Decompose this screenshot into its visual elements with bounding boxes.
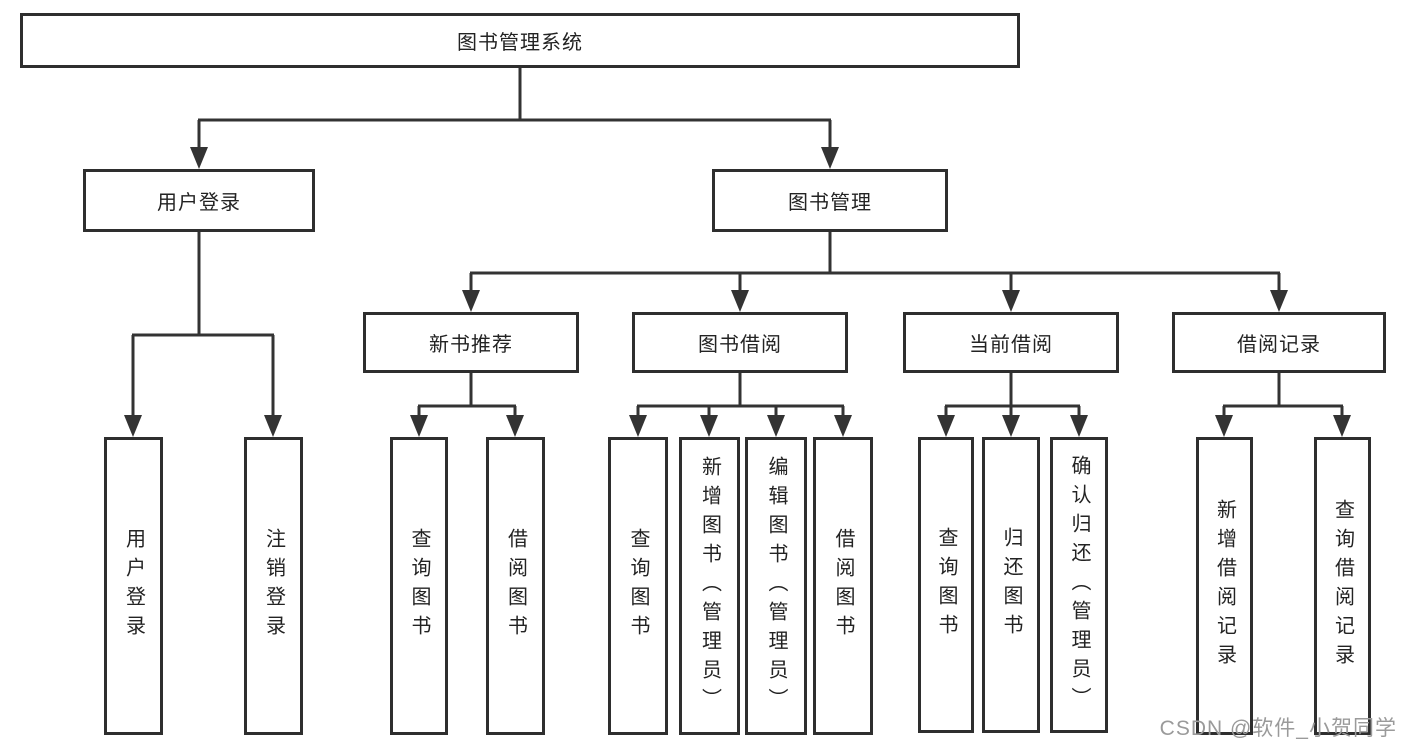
node-book-management: 图书管理 <box>712 169 948 232</box>
node-root: 图书管理系统 <box>20 13 1020 68</box>
leaf-current-query-books: 查询图书 <box>918 437 974 733</box>
leaf-confirm-return-admin: 确认归还（管理员） <box>1050 437 1108 733</box>
watermark: CSDN @软件_小贺同学 <box>1159 717 1397 740</box>
node-user-login: 用户登录 <box>83 169 315 232</box>
leaf-user-login: 用户登录 <box>104 437 163 735</box>
leaf-query-borrow-record-label: 查询借阅记录 <box>1331 499 1354 673</box>
leaf-query-borrow-record: 查询借阅记录 <box>1314 437 1371 735</box>
node-user-login-label: 用户登录 <box>157 192 241 214</box>
node-borrow-records: 借阅记录 <box>1172 312 1386 373</box>
leaf-logout-label: 注销登录 <box>262 528 285 644</box>
leaf-recommend-borrow-books-label: 借阅图书 <box>504 528 527 644</box>
leaf-user-login-label: 用户登录 <box>122 528 145 644</box>
leaf-recommend-borrow-books: 借阅图书 <box>486 437 545 735</box>
node-book-management-label: 图书管理 <box>788 192 872 214</box>
connector-current-borrow-to-leaves <box>937 373 1088 437</box>
node-current-borrow: 当前借阅 <box>903 312 1119 373</box>
connector-book-borrow-to-leaves <box>629 373 852 437</box>
leaf-return-books-label: 归还图书 <box>1000 527 1022 643</box>
leaf-current-query-books-label: 查询图书 <box>935 527 957 643</box>
leaf-edit-books-admin: 编辑图书（管理员） <box>745 437 807 735</box>
leaf-return-books: 归还图书 <box>982 437 1040 733</box>
leaf-add-books-admin: 新增图书（管理员） <box>679 437 740 735</box>
connector-new-book-to-leaves <box>410 373 524 437</box>
node-book-borrow: 图书借阅 <box>632 312 848 373</box>
leaf-confirm-return-admin-label: 确认归还（管理员） <box>1068 454 1090 716</box>
leaf-edit-books-admin-label: 编辑图书（管理员） <box>765 455 787 717</box>
connector-book-management-to-level3 <box>462 232 1288 312</box>
connector-user-login-to-leaves <box>124 232 282 437</box>
leaf-borrow-books-label: 借阅图书 <box>832 528 854 644</box>
connector-borrow-records-to-leaves <box>1215 373 1351 437</box>
node-borrow-records-label: 借阅记录 <box>1237 334 1321 356</box>
leaf-borrow-query-books-label: 查询图书 <box>627 528 649 644</box>
node-current-borrow-label: 当前借阅 <box>969 334 1053 356</box>
node-book-borrow-label: 图书借阅 <box>698 334 782 356</box>
node-root-label: 图书管理系统 <box>457 32 583 54</box>
leaf-recommend-query-books: 查询图书 <box>390 437 448 735</box>
leaf-add-books-admin-label: 新增图书（管理员） <box>698 455 721 717</box>
leaf-recommend-query-books-label: 查询图书 <box>408 528 430 644</box>
leaf-logout: 注销登录 <box>244 437 303 735</box>
leaf-borrow-books: 借阅图书 <box>813 437 873 735</box>
leaf-borrow-query-books: 查询图书 <box>608 437 668 735</box>
leaf-add-borrow-record: 新增借阅记录 <box>1196 437 1253 735</box>
node-new-book-recommend: 新书推荐 <box>363 312 579 373</box>
leaf-add-borrow-record-label: 新增借阅记录 <box>1213 499 1236 673</box>
node-new-book-recommend-label: 新书推荐 <box>429 334 513 356</box>
connector-root-to-level2 <box>190 68 839 169</box>
